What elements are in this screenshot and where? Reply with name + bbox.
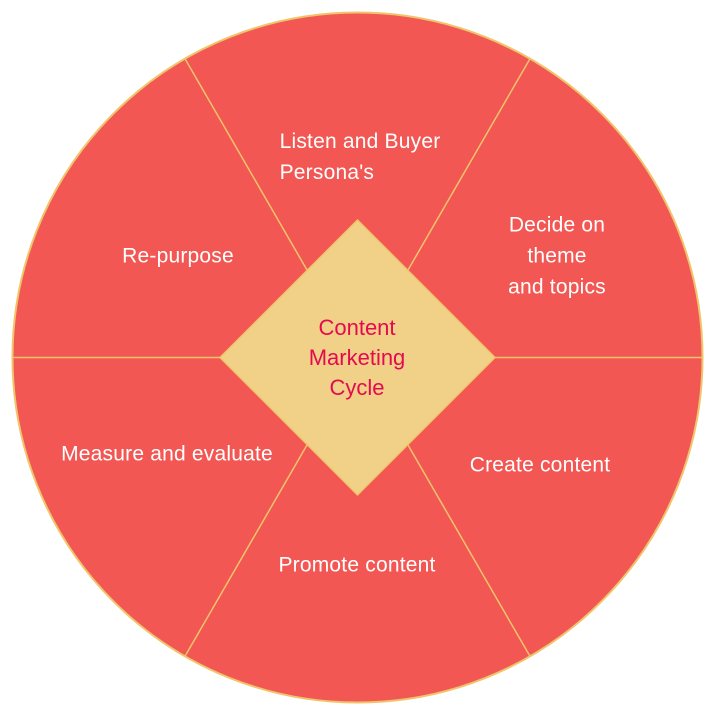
diagram-center-title: Content Marketing Cycle xyxy=(308,315,406,400)
sector-label-listen-and-buyer-personas: Listen and Buyer Persona's xyxy=(279,130,441,184)
center-diamond xyxy=(218,218,497,497)
sector-label-promote-content: Promote content xyxy=(278,553,436,577)
sector-label-re-purpose: Re-purpose xyxy=(122,244,234,268)
sector-label-create-content: Create content xyxy=(469,453,611,477)
sector-label-decide-on-theme-and-topics: Decide on theme and topics xyxy=(508,213,606,299)
sector-label-measure-and-evaluate: Measure and evaluate xyxy=(61,442,273,466)
